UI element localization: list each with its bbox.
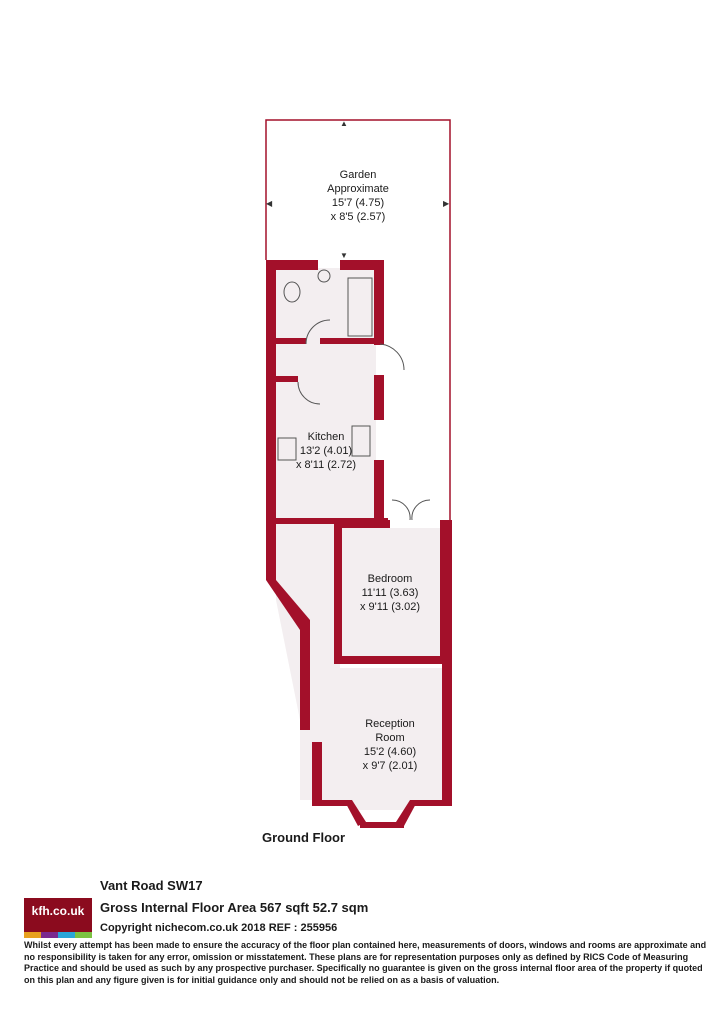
walls	[266, 260, 452, 828]
reception-label: Reception	[365, 718, 415, 730]
garden-label: Garden	[340, 169, 377, 181]
kitchen-dimension-2: x 8'11 (2.72)	[296, 459, 356, 471]
kfh-logo: kfh.co.uk	[24, 898, 92, 938]
svg-text:◀: ◀	[266, 199, 273, 208]
floor-area: Gross Internal Floor Area 567 sqft 52.7 …	[100, 900, 369, 915]
reception-dimension: 15'2 (4.60)	[364, 746, 416, 758]
bedroom-dimension-2: x 9'11 (3.02)	[360, 601, 420, 613]
dimension-markers: ▲ ▼ ◀ ▶	[266, 119, 450, 260]
svg-text:▼: ▼	[340, 251, 348, 260]
copyright-line: Copyright nichecom.co.uk 2018 REF : 2559…	[100, 922, 338, 934]
floor-label: Ground Floor	[262, 830, 346, 845]
fixtures	[277, 269, 431, 521]
garden-label-2: Approximate	[327, 183, 389, 195]
garden-outline	[265, 119, 451, 520]
property-address: Vant Road SW17	[100, 878, 203, 893]
garden-dimension-2: x 8'5 (2.57)	[331, 211, 386, 223]
reception-dimension-2: x 9'7 (2.01)	[363, 760, 418, 772]
bedroom-label: Bedroom	[368, 573, 413, 585]
garden-dimension: 15'7 (4.75)	[332, 197, 384, 209]
kitchen-dimension: 13'2 (4.01)	[300, 445, 352, 457]
kitchen-label: Kitchen	[308, 431, 345, 443]
svg-text:▶: ▶	[443, 199, 450, 208]
floor-fill	[276, 268, 442, 810]
disclaimer-text: Whilst every attempt has been made to en…	[24, 940, 707, 985]
logo-text: kfh.co.uk	[31, 904, 85, 918]
floor-plan: ▲ ▼ ◀ ▶ Garden Approximate 15'7 (4.75) x…	[265, 119, 452, 828]
logo-color-bar	[24, 932, 92, 938]
reception-label-2: Room	[375, 732, 404, 744]
svg-text:▲: ▲	[340, 119, 348, 128]
bedroom-dimension: 11'11 (3.63)	[362, 587, 419, 599]
